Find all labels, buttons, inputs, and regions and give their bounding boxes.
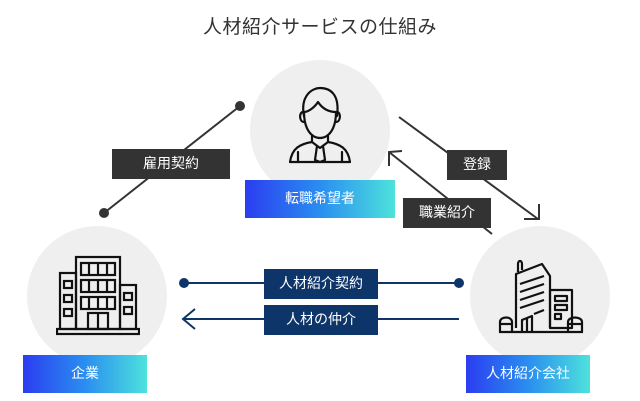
candidate-label: 転職希望者 — [245, 180, 395, 218]
registration-arrowhead — [524, 204, 540, 220]
placement-contract-label: 人材紹介契約 — [264, 269, 378, 299]
office-building-icon — [56, 255, 140, 336]
placement-contract-dot-left — [179, 278, 189, 288]
talent-mediation-label: 人材の仲介 — [264, 305, 378, 335]
candidate-circle — [250, 60, 390, 200]
registration-label: 登録 — [447, 150, 507, 180]
diagram-title: 人材紹介サービスの仕組み — [202, 16, 437, 38]
employment-contract-dot-bottom — [99, 208, 109, 218]
job-introduction-arrowhead — [388, 150, 403, 166]
agency-building-icon — [498, 259, 584, 334]
job-introduction-label: 職業紹介 — [403, 198, 491, 228]
agency-label: 人材紹介会社 — [466, 355, 590, 393]
talent-mediation-arrowhead — [181, 308, 196, 330]
placement-contract-dot-right — [454, 278, 464, 288]
employment-contract-label: 雇用契約 — [112, 149, 230, 179]
employment-contract-dot-top — [235, 101, 245, 111]
company-label: 企業 — [23, 355, 147, 393]
agency-circle — [470, 226, 610, 366]
person-icon — [288, 86, 352, 164]
